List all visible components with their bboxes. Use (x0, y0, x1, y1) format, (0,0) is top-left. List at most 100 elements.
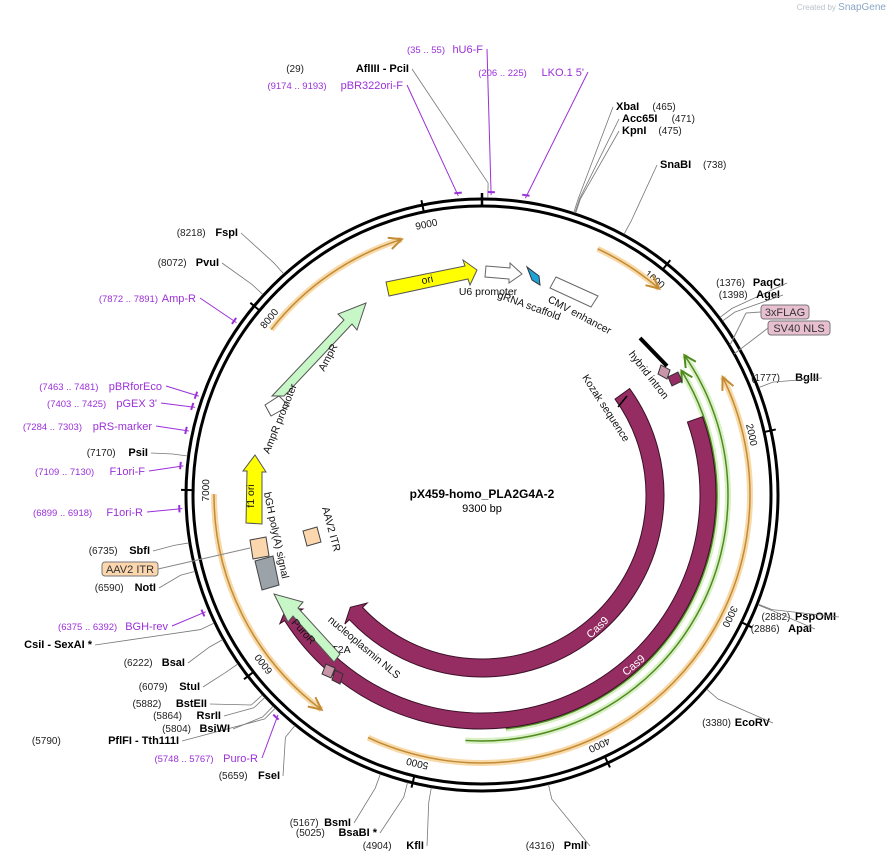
primer-name[interactable]: pBR322ori-F (341, 80, 404, 92)
orf-arc-1 (597, 248, 660, 290)
enzyme-leader (573, 106, 614, 213)
enzyme-position: (5882) (132, 699, 161, 710)
primer-range: (9174 .. 9193) (267, 81, 326, 92)
primer-range: (35 .. 55) (407, 45, 445, 56)
aav2-itr-box-inner[interactable] (302, 526, 322, 547)
enzyme-name[interactable]: Acc65I (622, 113, 657, 125)
bgh-polya-box[interactable] (254, 555, 280, 591)
enzyme-name[interactable]: BstEII (176, 698, 207, 710)
primer-leader (486, 48, 492, 196)
primer-mark (454, 191, 462, 195)
enzyme-leader (548, 784, 591, 847)
enzyme-name[interactable]: PmlI (564, 840, 587, 852)
enzyme-name[interactable]: ApaI (788, 623, 812, 635)
primer-mark (200, 609, 206, 617)
cas9-outer-arrow[interactable] (344, 387, 665, 678)
cas9-inner-arrow[interactable] (278, 416, 717, 730)
enzyme-name[interactable]: PsiI (128, 447, 148, 459)
enzyme-leader (282, 725, 296, 777)
enzyme-position: (1376) (716, 278, 745, 289)
enzyme-position: (1777) (751, 373, 780, 384)
primer-name[interactable]: hU6-F (452, 44, 483, 56)
enzyme-leader (150, 452, 188, 457)
scale-tick (410, 775, 416, 788)
enzyme-name[interactable]: PaqCI (753, 277, 784, 289)
enzyme-leader (223, 697, 266, 717)
enzyme-name[interactable]: FspI (215, 227, 238, 239)
primer-leader (524, 71, 589, 199)
primer-name[interactable]: Puro-R (223, 753, 258, 765)
primer-name[interactable]: BGH-rev (125, 621, 168, 633)
sv40-nls-box-label: SV40 NLS (773, 323, 824, 335)
enzyme-name[interactable]: PspOMI (795, 611, 836, 623)
u6-promoter-label: U6 promoter (459, 286, 518, 298)
t2a-mark[interactable] (321, 663, 336, 679)
kozak-mark[interactable] (617, 395, 628, 408)
primer-range: (206 .. 225) (478, 68, 527, 79)
primer-name[interactable]: Amp-R (162, 293, 196, 305)
enzyme-name[interactable]: KflI (406, 840, 424, 852)
enzyme-leader (722, 294, 784, 322)
primer-mark (272, 713, 280, 721)
primer-name[interactable]: pRS-marker (93, 421, 153, 433)
3xflag-box-label: 3xFLAG (765, 307, 805, 319)
enzyme-position: (5659) (219, 771, 248, 782)
enzyme-leader (758, 377, 823, 388)
enzyme-name[interactable]: BsaI (162, 657, 185, 669)
primer-leader (406, 84, 459, 197)
puror-arrow[interactable] (273, 593, 341, 663)
ampr-arrow[interactable] (270, 302, 367, 397)
enzyme-leader (240, 232, 285, 275)
aav2-itr-outer-box-label: AAV2 ITR (106, 564, 154, 576)
enzyme-name[interactable]: FseI (258, 770, 280, 782)
u6-promoter-arrow[interactable] (484, 261, 523, 284)
3xflag-mark[interactable] (657, 364, 671, 380)
scale-tick-label: 9000 (415, 217, 439, 232)
watermark-prefix: Created by (796, 3, 836, 12)
primer-name[interactable]: pGEX 3' (116, 398, 157, 410)
enzyme-name[interactable]: SbfI (129, 545, 150, 557)
enzyme-name[interactable]: BsaBI * (338, 827, 377, 839)
primer-leader (148, 465, 184, 472)
3xflag-leader (729, 311, 762, 346)
f1-ori-arrow[interactable] (242, 454, 267, 525)
primer-mark (231, 317, 237, 325)
primer-leader (261, 714, 279, 759)
enzyme-name[interactable]: AgeI (756, 289, 780, 301)
enzyme-name[interactable]: PflFI - Tth111I (108, 735, 179, 747)
enzyme-leader (623, 164, 658, 235)
hybrid-intron-bar[interactable] (638, 336, 669, 368)
primer-name[interactable]: F1ori-F (110, 466, 146, 478)
enzyme-leader (719, 282, 788, 318)
enzyme-name[interactable]: XbaI (616, 101, 639, 113)
f1-ori-label: f1 ori (245, 484, 257, 507)
aav2-itr-box-left[interactable] (249, 536, 270, 560)
enzyme-leader (757, 604, 816, 630)
enzyme-name[interactable]: AflIII - PciI (356, 63, 409, 75)
primer-mark (184, 426, 188, 435)
enzyme-name[interactable]: EcoRV (735, 717, 771, 729)
sv40-nls-mark[interactable] (667, 371, 683, 387)
enzyme-position: (2882) (761, 612, 790, 623)
enzyme-name[interactable]: StuI (179, 681, 200, 693)
plasmid-length: 9300 bp (462, 503, 502, 515)
primer-name[interactable]: LKO.1 5' (542, 67, 584, 79)
enzyme-position: (471) (672, 114, 695, 125)
orf-arc-4 (270, 238, 402, 330)
grna-scaffold-arrow[interactable] (525, 265, 541, 286)
primer-name[interactable]: F1ori-R (106, 507, 143, 519)
enzyme-name[interactable]: KpnI (622, 125, 646, 137)
nls-mark[interactable] (331, 669, 344, 685)
enzyme-name[interactable]: PvuI (196, 257, 219, 269)
enzyme-name[interactable]: BglII (795, 372, 819, 384)
enzyme-name[interactable]: CsiI - SexAI * (24, 639, 93, 651)
cmv-enhancer-box[interactable] (549, 276, 599, 308)
ori-arrow[interactable] (385, 258, 478, 297)
enzyme-name[interactable]: BsmI (324, 817, 351, 829)
primer-name[interactable]: pBRforEco (109, 381, 162, 393)
aav2-itr-inner-label: AAV2 ITR (319, 505, 343, 553)
enzyme-name[interactable]: SnaBI (660, 159, 691, 171)
enzyme-name[interactable]: BsiWI (199, 723, 230, 735)
enzyme-name[interactable]: NotI (135, 582, 156, 594)
enzyme-name[interactable]: RsrII (197, 710, 221, 722)
